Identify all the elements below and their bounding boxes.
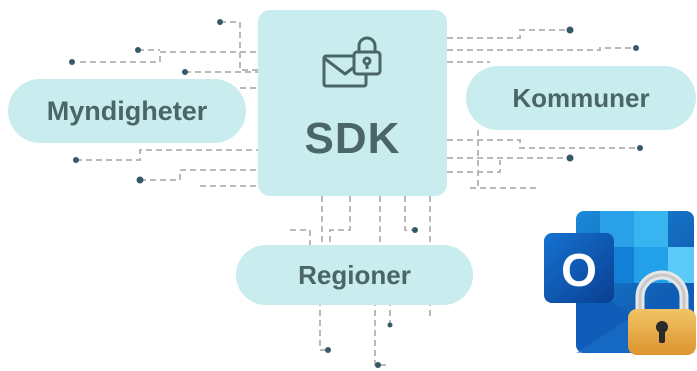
node-kommuner-label: Kommuner (512, 82, 650, 113)
sdk-label: SDK (304, 114, 401, 163)
node-myndigheter-label: Myndigheter (46, 95, 208, 126)
node-kommuner: Kommuner (466, 66, 696, 130)
sdk-node: SDK (258, 10, 447, 196)
outlook-lock-icon: O (544, 211, 696, 355)
envelope-lock-icon (322, 36, 382, 88)
node-myndigheter: Myndigheter (8, 79, 246, 143)
node-regioner: Regioner (236, 245, 473, 305)
node-regioner-label: Regioner (298, 259, 411, 290)
outlook-letter: O (561, 244, 597, 296)
